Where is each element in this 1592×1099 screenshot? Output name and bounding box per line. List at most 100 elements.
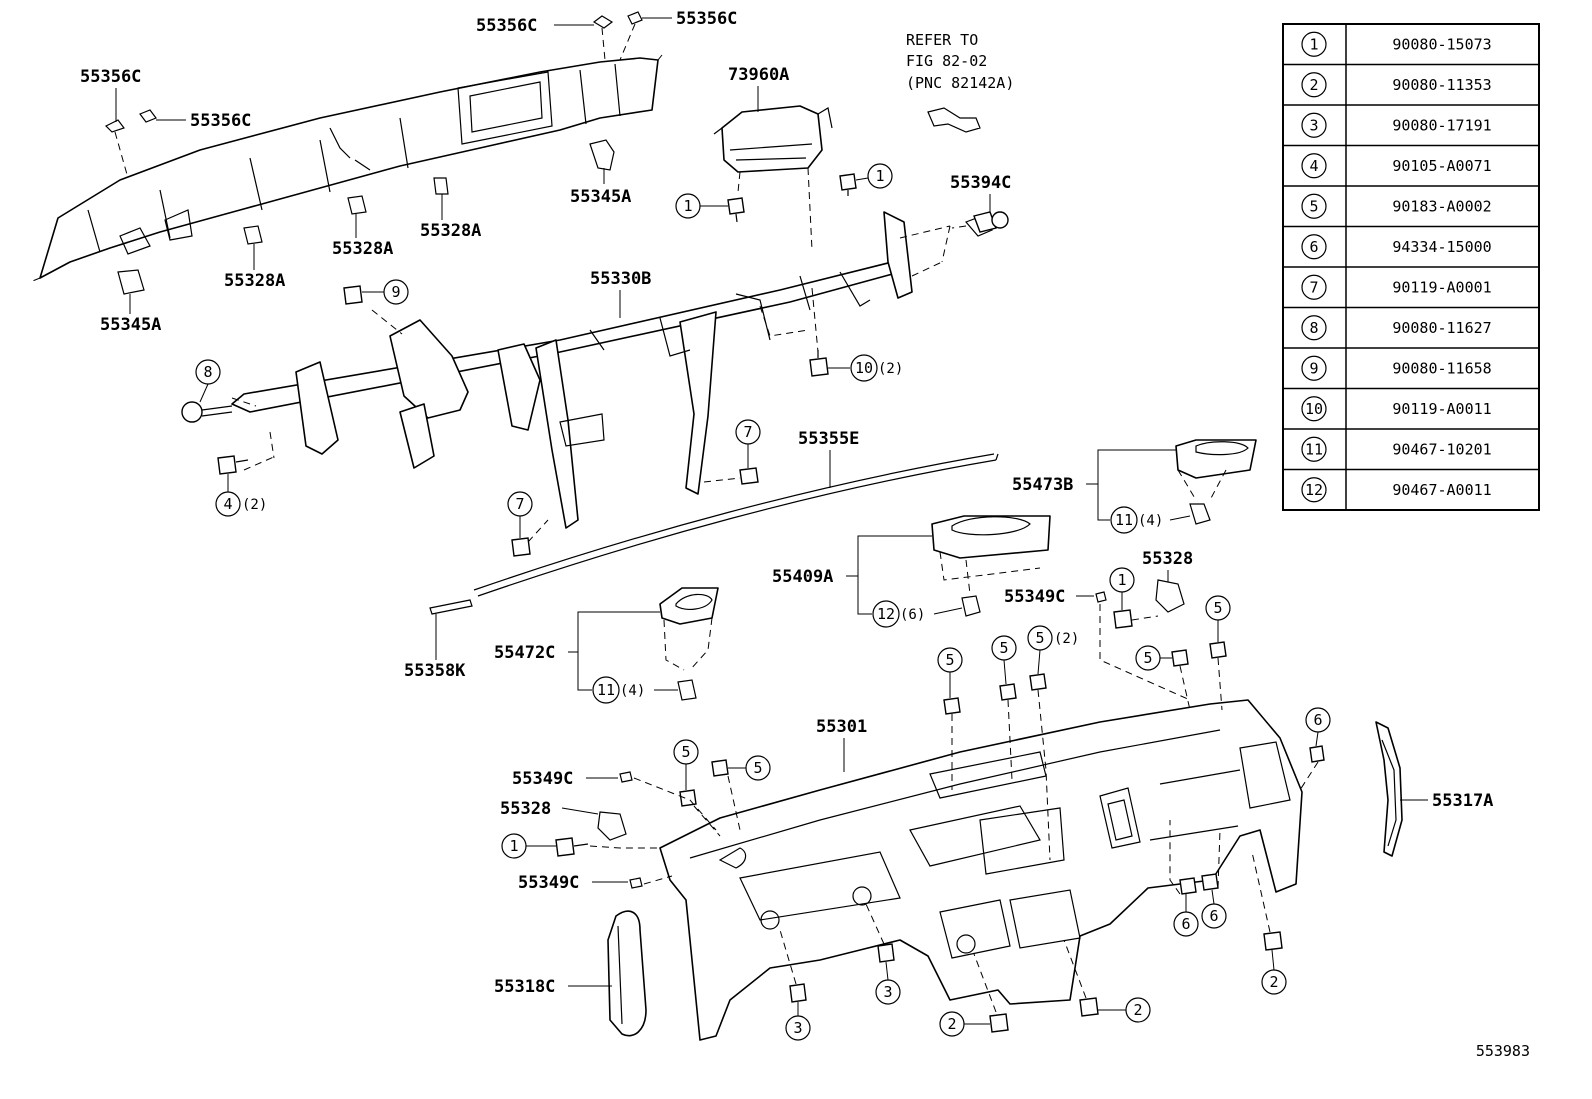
qty-4: (2): [242, 497, 267, 513]
label-55356C-left2: 55356C: [190, 111, 251, 131]
callout-number: 7: [743, 423, 752, 441]
callout-number: 5: [753, 759, 762, 777]
callout-number: 5: [1035, 629, 1044, 647]
callout-circle: [867, 163, 893, 189]
callout-number: 5: [681, 743, 690, 761]
table-part-number: 90119-A0011: [1392, 400, 1491, 418]
fastener-callouts: 1 1 9 10 (2) 8 4 (2) 7 7 11 (4): [195, 163, 1331, 1041]
qty-12: (6): [900, 607, 925, 623]
label-55409A: 55409A: [772, 567, 833, 587]
label-55328A-left: 55328A: [224, 271, 285, 291]
qty-5: (2): [1054, 631, 1079, 647]
callout-number: 6: [1181, 915, 1190, 933]
callout-circle: [991, 635, 1017, 661]
callout-number: 10: [855, 359, 873, 377]
callout-circle: [501, 833, 527, 859]
table-ref-circle: [1301, 436, 1327, 462]
table-part-number: 90080-11353: [1392, 76, 1491, 94]
table-ref-number: 7: [1309, 278, 1318, 296]
callout-number: 5: [1213, 599, 1222, 617]
callout-circle: [1109, 567, 1135, 593]
passenger-airbag: [713, 105, 833, 251]
refer-bracket: [927, 107, 981, 133]
callout-number: 7: [515, 495, 524, 513]
callout-circle: [1305, 707, 1331, 733]
label-55328-left: 55328: [500, 799, 551, 819]
callout-number: 11: [597, 681, 615, 699]
label-73960A: 73960A: [728, 65, 789, 85]
qty-10: (2): [878, 361, 903, 377]
callout-number: 12: [877, 605, 895, 623]
refer-note-line3: (PNC 82142A): [906, 74, 1014, 92]
callout-circle: [675, 193, 701, 219]
callout-number: 5: [999, 639, 1008, 657]
callout-number: 1: [683, 197, 692, 215]
end-panel-55318C: [607, 910, 647, 1037]
instrument-panel: [659, 699, 1303, 1041]
table-ref-number: 5: [1309, 197, 1318, 215]
part-labels: 55356C 55356C 55356C 55356C 73960A 55345…: [80, 9, 1493, 997]
table-part-number: 90119-A0001: [1392, 278, 1491, 296]
callout-circle: [745, 755, 771, 781]
table-ref-circle: [1301, 477, 1327, 503]
refer-note-line2: FIG 82-02: [906, 52, 987, 70]
figure-id: 553983: [1476, 1042, 1530, 1060]
callout-circle: [195, 359, 221, 385]
callout-circle: [939, 1011, 965, 1037]
callout-circle: [215, 491, 241, 517]
callout-number: 5: [1143, 649, 1152, 667]
table-part-number: 90467-A0011: [1392, 481, 1491, 499]
label-55301: 55301: [816, 717, 867, 737]
table-ref-circle: [1301, 396, 1327, 422]
label-55358K: 55358K: [404, 661, 466, 681]
table-part-number: 94334-15000: [1392, 238, 1491, 256]
table-ref-circle: [1301, 31, 1327, 57]
table-ref-circle: [1301, 193, 1327, 219]
callout-number: 6: [1209, 907, 1218, 925]
callout-circle: [850, 354, 878, 382]
label-55328A-right: 55328A: [420, 221, 481, 241]
table-part-number: 90080-11658: [1392, 359, 1491, 377]
end-panel-55317A: [1375, 721, 1403, 857]
install-lines: [589, 604, 1319, 1013]
label-55394C: 55394C: [950, 173, 1011, 193]
callout-number: 11: [1115, 511, 1133, 529]
label-55355E: 55355E: [798, 429, 859, 449]
label-55345A-mid: 55345A: [570, 187, 631, 207]
table-ref-number: 12: [1305, 481, 1323, 499]
label-55349C-left: 55349C: [512, 769, 573, 789]
callout-circle: [1027, 625, 1053, 651]
fasteners: [181, 173, 1325, 1033]
table-ref-number: 10: [1305, 400, 1323, 418]
callout-circle: [735, 419, 761, 445]
callout-circle: [785, 1015, 811, 1041]
defroster-duct-panel: [29, 54, 663, 283]
table-ref-circle: [1301, 153, 1327, 179]
table-ref-circle: [1301, 112, 1327, 138]
callout-circle: [1110, 506, 1138, 534]
callout-circle: [673, 739, 699, 765]
label-55349C-right: 55349C: [1004, 587, 1065, 607]
callout-number: 2: [1133, 1001, 1142, 1019]
label-55356C-top-right: 55356C: [676, 9, 737, 29]
qty-11-right: (4): [1138, 513, 1163, 529]
table-part-number: 90080-17191: [1392, 116, 1491, 134]
label-55472C: 55472C: [494, 643, 555, 663]
callout-circle: [1125, 997, 1151, 1023]
table-ref-number: 6: [1309, 238, 1318, 256]
callout-circle: [875, 979, 901, 1005]
side-register-55472C: [659, 587, 719, 701]
table-ref-circle: [1301, 355, 1327, 381]
table-ref-circle: [1301, 234, 1327, 260]
table-ref-number: 9: [1309, 359, 1318, 377]
label-55473B: 55473B: [1012, 475, 1073, 495]
table-part-number: 90183-A0002: [1392, 197, 1491, 215]
table-ref-number: 2: [1309, 76, 1318, 94]
table-part-number: 90467-10201: [1392, 440, 1491, 458]
table-ref-circle: [1301, 72, 1327, 98]
label-55356C-left: 55356C: [80, 67, 141, 87]
callout-circle: [872, 600, 900, 628]
label-55356C-top-left: 55356C: [476, 16, 537, 36]
callout-circle: [1201, 903, 1227, 929]
